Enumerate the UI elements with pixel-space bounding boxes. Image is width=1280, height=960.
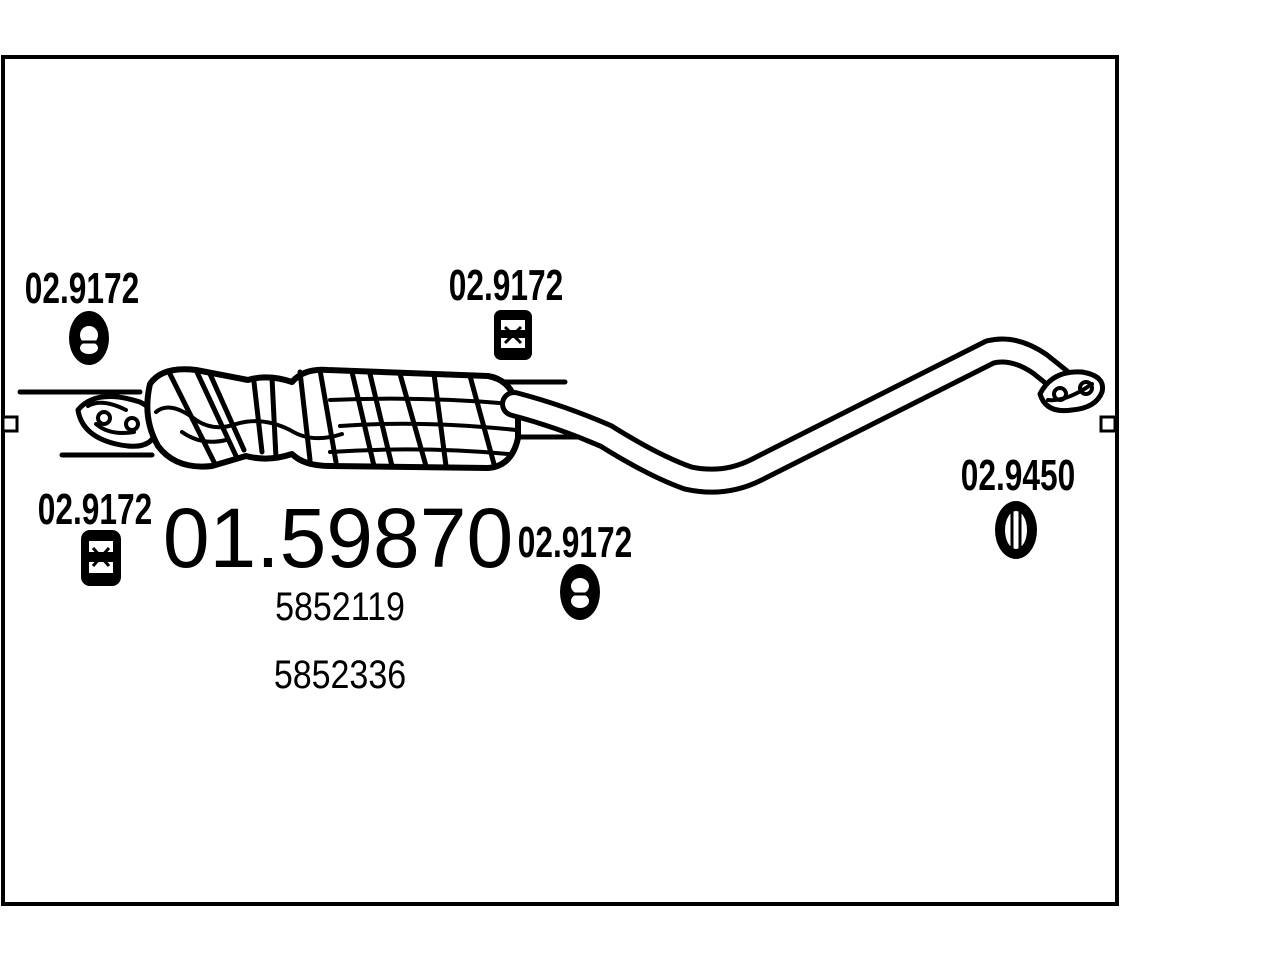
rubber-hanger-icon (81, 530, 121, 586)
right-edge-marker (1099, 415, 1117, 433)
oe-number-1: 5852119 (275, 583, 405, 628)
tailpipe-inner (505, 341, 1069, 490)
exhaust-assembly (17, 336, 1106, 495)
rubber-ring-icon (995, 501, 1037, 559)
rubber-hanger-icon (69, 311, 109, 365)
rubber-hanger-icon (494, 310, 532, 360)
hanger-code-top-left: 02.9172 (25, 264, 139, 313)
diagram-frame (1, 55, 1119, 906)
outlet-flange (1037, 369, 1106, 414)
oe-number-2: 5852336 (274, 651, 406, 696)
muffler-body (144, 366, 521, 471)
part-number: 01.59870 (163, 491, 513, 585)
hanger-code-bottom-middle: 02.9172 (518, 518, 632, 567)
hanger-code-bottom-left: 02.9172 (38, 485, 152, 534)
left-edge-marker (1, 415, 19, 433)
hanger-code-top-middle: 02.9172 (449, 261, 563, 310)
rubber-hanger-icon (560, 564, 600, 620)
ring-code-right: 02.9450 (961, 451, 1075, 500)
